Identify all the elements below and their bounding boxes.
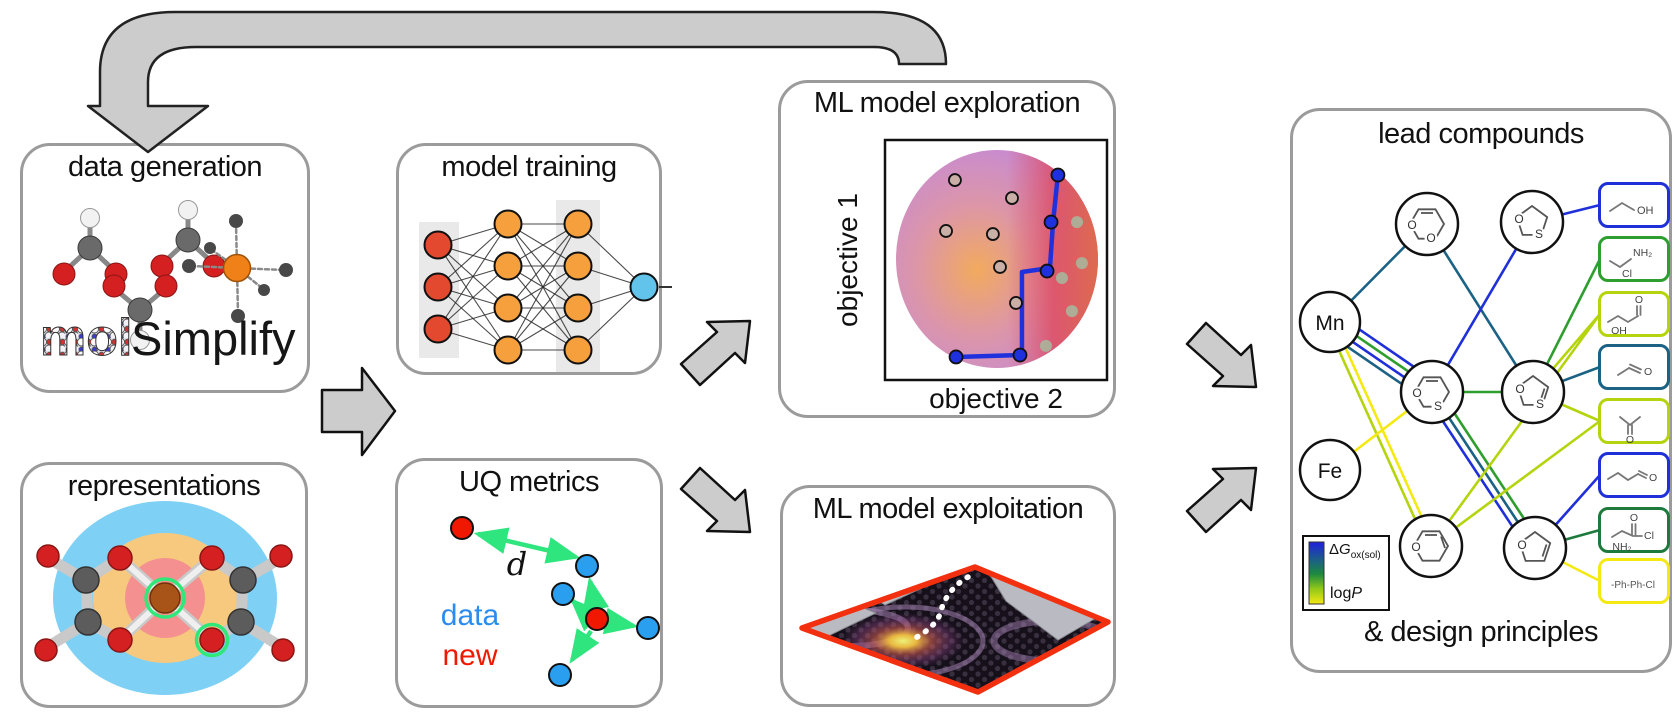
ring-node-oxathiine: O S	[1399, 359, 1465, 425]
explored-points	[939, 173, 1023, 310]
svg-text:NH₂: NH₂	[1633, 247, 1652, 259]
svg-text:O: O	[1644, 366, 1652, 378]
svg-text:OH: OH	[1611, 325, 1627, 337]
arrow-training-to-exploration	[679, 319, 752, 387]
arrow-exploitation-to-lead	[1185, 466, 1258, 534]
svg-text:Cl: Cl	[1644, 530, 1654, 542]
title-ml-exploitation: ML model exploitation	[812, 493, 1084, 525]
arrow-left-to-middle	[320, 366, 397, 457]
title-lead-compounds: lead compounds	[1378, 118, 1584, 150]
title-model-training: model training	[441, 151, 617, 183]
candidate-points	[1039, 216, 1088, 352]
title-ml-exploration: ML model exploration	[813, 87, 1081, 119]
metal-node-mn: Mn	[1298, 290, 1362, 354]
structure-biphenyl-chloride: -Ph-Ph-Cl	[1611, 580, 1655, 591]
ring-node-dioxine: O O	[1394, 191, 1460, 257]
svg-text:Fe: Fe	[1318, 460, 1343, 483]
legend-label-dgox: ΔGox(sol)	[1329, 541, 1381, 561]
structure-propanal: O	[1607, 470, 1657, 484]
svg-text:O: O	[1635, 294, 1643, 306]
structure-acetone: O	[1619, 416, 1641, 446]
svg-text:O: O	[1515, 382, 1524, 396]
uq-data-points	[548, 554, 660, 687]
nn-nodes	[423, 209, 659, 365]
svg-text:NH₂: NH₂	[1612, 541, 1631, 553]
molecule-1	[52, 208, 128, 286]
ring-node-oxathiole: O S	[1500, 359, 1566, 425]
subtitle-design-principles: & design principles	[1364, 616, 1598, 648]
svg-text:S: S	[1535, 227, 1543, 241]
nn-edges	[437, 223, 645, 351]
structure-acylchloride: O Cl NH₂	[1611, 512, 1654, 553]
structure-acetaldehyde: O	[1617, 363, 1652, 378]
axis-label-objective-2: objective 2	[929, 383, 1063, 414]
svg-text:O: O	[1517, 538, 1526, 552]
molecule-2	[150, 200, 226, 278]
svg-text:O: O	[1411, 540, 1420, 554]
exploitation-surface	[799, 564, 1111, 695]
arrow-uq-to-exploitation	[679, 466, 752, 534]
svg-text:O: O	[1649, 472, 1657, 484]
svg-text:OH: OH	[1637, 205, 1654, 217]
title-data-generation: data generation	[67, 151, 263, 183]
legend-gradient-bar	[1308, 541, 1325, 605]
metal-complex	[182, 214, 293, 323]
formate-molecules: mol Simplify	[40, 200, 296, 368]
representation-shells	[34, 501, 295, 695]
uq-new-point-far	[450, 516, 474, 540]
molecule-3	[102, 274, 178, 350]
svg-text:S: S	[1434, 399, 1442, 413]
structure-chloroamine: NH₂ Cl	[1609, 247, 1652, 280]
compound-box-hydroxyketone	[1598, 291, 1670, 337]
pareto-front-line	[955, 174, 1061, 360]
ring-node-oxathiolane: O S	[1499, 189, 1565, 255]
uq-new-label: new	[442, 639, 498, 672]
flow-arrows	[320, 319, 1258, 534]
title-representations: representations	[67, 470, 261, 502]
svg-text:Cl: Cl	[1622, 268, 1632, 280]
svg-text:O: O	[1407, 218, 1416, 232]
exploration-plot	[883, 138, 1109, 382]
svg-text:O: O	[1412, 386, 1421, 400]
uq-data-label: data	[440, 599, 500, 632]
svg-text:-Ph-Ph-Cl: -Ph-Ph-Cl	[1611, 580, 1655, 591]
title-uq-metrics: UQ metrics	[459, 466, 600, 498]
svg-text:O: O	[1426, 231, 1435, 245]
legend-label-logp: logP	[1330, 585, 1363, 602]
ring-node-furan: O	[1502, 515, 1568, 581]
molsimplify-logo-simplify: Simplify	[131, 312, 296, 365]
network-legend	[1302, 535, 1390, 611]
uq-diagram	[450, 516, 660, 687]
svg-text:S: S	[1536, 397, 1544, 411]
svg-text:O: O	[1514, 212, 1523, 226]
svg-text:Mn: Mn	[1315, 312, 1344, 335]
arrow-exploration-to-lead	[1185, 321, 1258, 389]
highlight-ring-oxygen	[194, 622, 230, 658]
molsimplify-logo-mol: mol	[40, 309, 132, 367]
svg-text:O: O	[1630, 512, 1638, 524]
distance-label: d	[506, 545, 528, 583]
svg-text:O: O	[1626, 434, 1634, 446]
box-uq-metrics	[395, 458, 663, 708]
structure-ethanol: OH	[1609, 201, 1654, 217]
structure-hydroxyketone: O OH	[1607, 294, 1643, 337]
ring-node-pyran: O	[1398, 513, 1464, 579]
highlight-ring-metal	[144, 577, 186, 619]
compound-box-ethanol	[1598, 182, 1670, 228]
feedback-loop-arrow	[86, 10, 948, 154]
axis-label-objective-1: objective 1	[832, 193, 863, 327]
compound-structures: OH NH₂ Cl O OH O	[1607, 201, 1657, 591]
metal-node-fe: Fe	[1298, 438, 1362, 502]
uq-new-point-center	[585, 607, 609, 631]
pareto-points	[948, 167, 1066, 365]
